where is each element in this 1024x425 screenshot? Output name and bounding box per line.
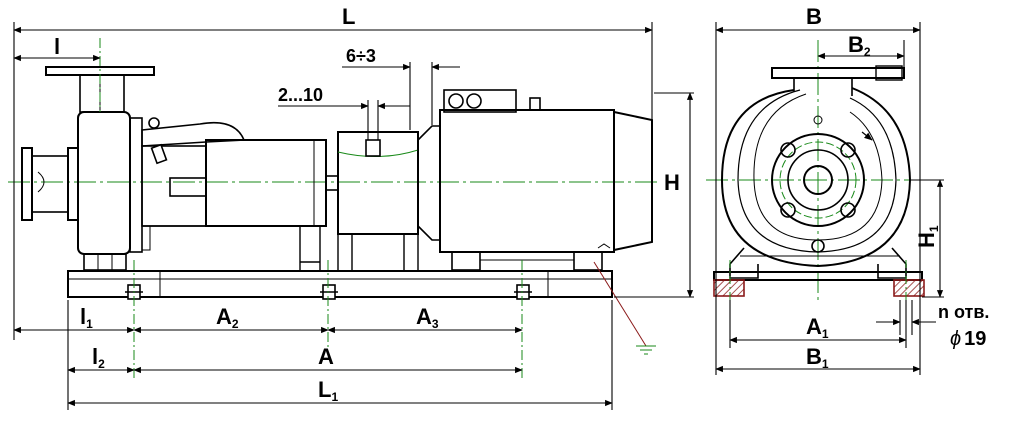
base-frame bbox=[67, 270, 613, 298]
electric-motor bbox=[417, 89, 653, 271]
labels: L l 6÷3 2...10 H l1 A2 A3 l2 A L1 B B2 H… bbox=[54, 4, 989, 404]
coupling bbox=[325, 131, 419, 270]
suction-nozzle bbox=[21, 147, 79, 221]
dim-l1: l1 bbox=[80, 304, 93, 331]
side-view bbox=[8, 38, 660, 380]
foundation-pad bbox=[713, 279, 745, 297]
foundation-pad bbox=[893, 279, 925, 297]
ground-icon bbox=[636, 345, 656, 355]
suction-flange bbox=[771, 133, 865, 227]
ground-lead bbox=[593, 261, 647, 347]
dim-l2: l2 bbox=[92, 344, 105, 371]
dim-L: L bbox=[342, 4, 355, 29]
dim-B: B bbox=[806, 4, 822, 29]
bearing-housing bbox=[205, 139, 327, 270]
pump-casing bbox=[77, 111, 143, 271]
end-view bbox=[706, 40, 944, 300]
dim-A1: A1 bbox=[806, 314, 829, 341]
bearing-bracket bbox=[141, 117, 246, 251]
dim-L1: L1 bbox=[318, 377, 338, 404]
end-view-dimensions bbox=[715, 22, 944, 375]
base-bolt bbox=[320, 284, 338, 300]
dim-gap-coupling: 6÷3 bbox=[346, 46, 376, 66]
flange-hole bbox=[840, 142, 856, 158]
dim-A3: A3 bbox=[416, 304, 439, 331]
dim-B2: B2 bbox=[848, 32, 871, 59]
dim-l: l bbox=[54, 34, 60, 59]
dim-A: A bbox=[318, 344, 334, 369]
dim-B1: B1 bbox=[806, 344, 829, 371]
volute-casing bbox=[720, 87, 912, 268]
holes-label: n отв. bbox=[938, 302, 989, 322]
dim-H1: H1 bbox=[914, 225, 941, 248]
side-view-dimensions bbox=[13, 22, 694, 410]
base-bolt bbox=[514, 284, 532, 300]
dim-A2: A2 bbox=[216, 304, 239, 331]
flange-hole bbox=[780, 202, 796, 218]
dim-gap-shaft: 2...10 bbox=[278, 85, 323, 105]
dim-H: H bbox=[664, 170, 680, 195]
flange-hole bbox=[840, 202, 856, 218]
flange-hole bbox=[780, 142, 796, 158]
